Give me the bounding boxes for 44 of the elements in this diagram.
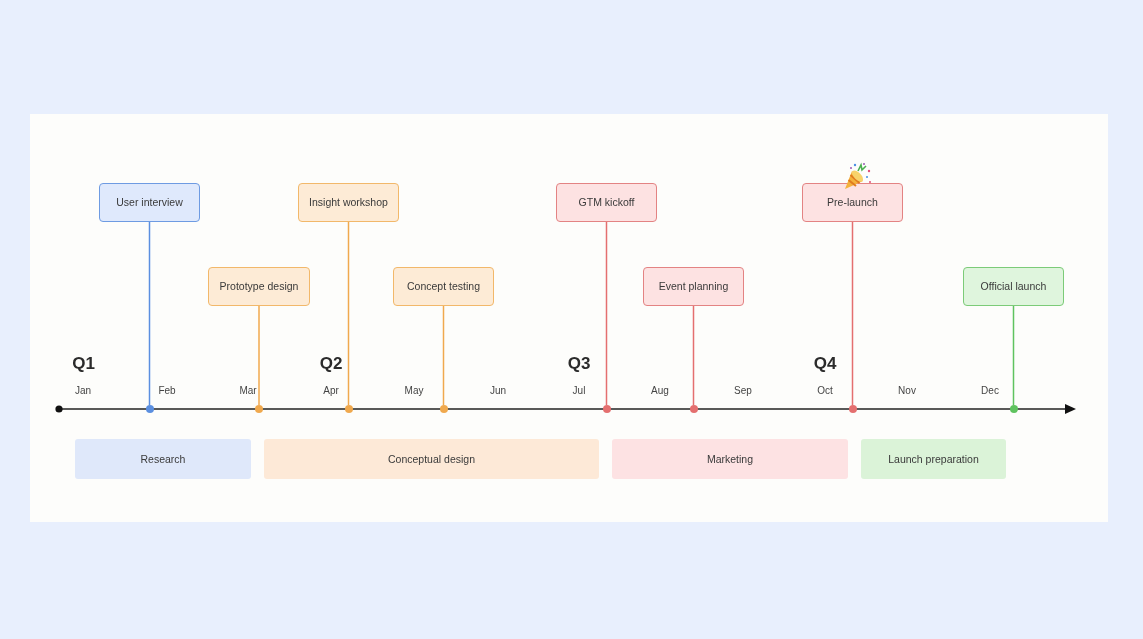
timeline-dot xyxy=(848,405,857,413)
phase-band: Conceptual design xyxy=(264,439,599,479)
quarter-label: Q2 xyxy=(319,354,343,373)
event-box: GTM kickoff xyxy=(556,183,657,222)
quarter-label: Q3 xyxy=(567,354,591,373)
leader-line xyxy=(851,221,854,406)
event-box: Insight workshop xyxy=(298,183,399,222)
event-box: Official launch xyxy=(963,267,1064,306)
phase-band: Marketing xyxy=(612,439,848,479)
event-box: User interview xyxy=(99,183,200,222)
timeline-dot xyxy=(145,405,154,413)
month-label: Sep xyxy=(734,385,752,397)
month-label: Oct xyxy=(817,385,833,397)
leader-line xyxy=(442,305,445,406)
month-label: Jul xyxy=(572,385,586,397)
timeline-dot xyxy=(1009,405,1018,413)
leader-line xyxy=(692,305,695,406)
leader-line xyxy=(347,221,350,406)
timeline-dot xyxy=(255,405,263,413)
timeline-dot xyxy=(689,405,698,413)
month-label: Jun xyxy=(489,385,507,397)
leader-line xyxy=(258,305,260,406)
leader-line xyxy=(148,221,151,406)
phase-band: Launch preparation xyxy=(861,439,1006,479)
month-label: Mar xyxy=(239,385,257,397)
event-box: Prototype design xyxy=(208,267,310,306)
quarter-label: Q1 xyxy=(72,354,95,373)
month-label: Dec xyxy=(981,385,999,397)
phase-band: Research xyxy=(75,439,251,479)
month-label: Aug xyxy=(651,385,669,397)
quarter-label: Q4 xyxy=(813,354,837,373)
timeline-dot xyxy=(602,405,611,413)
month-label: Feb xyxy=(158,385,176,397)
event-box: Concept testing xyxy=(393,267,494,306)
leader-line xyxy=(605,221,608,406)
month-label: Jan xyxy=(74,385,92,397)
leader-line xyxy=(1012,305,1015,406)
month-label: Nov xyxy=(898,385,916,397)
timeline-dot xyxy=(439,405,448,413)
month-label: May xyxy=(404,385,424,397)
month-label: Apr xyxy=(323,385,339,397)
event-box: Pre-launch xyxy=(802,183,903,222)
timeline-dot xyxy=(344,405,353,413)
event-box: Event planning xyxy=(643,267,744,306)
